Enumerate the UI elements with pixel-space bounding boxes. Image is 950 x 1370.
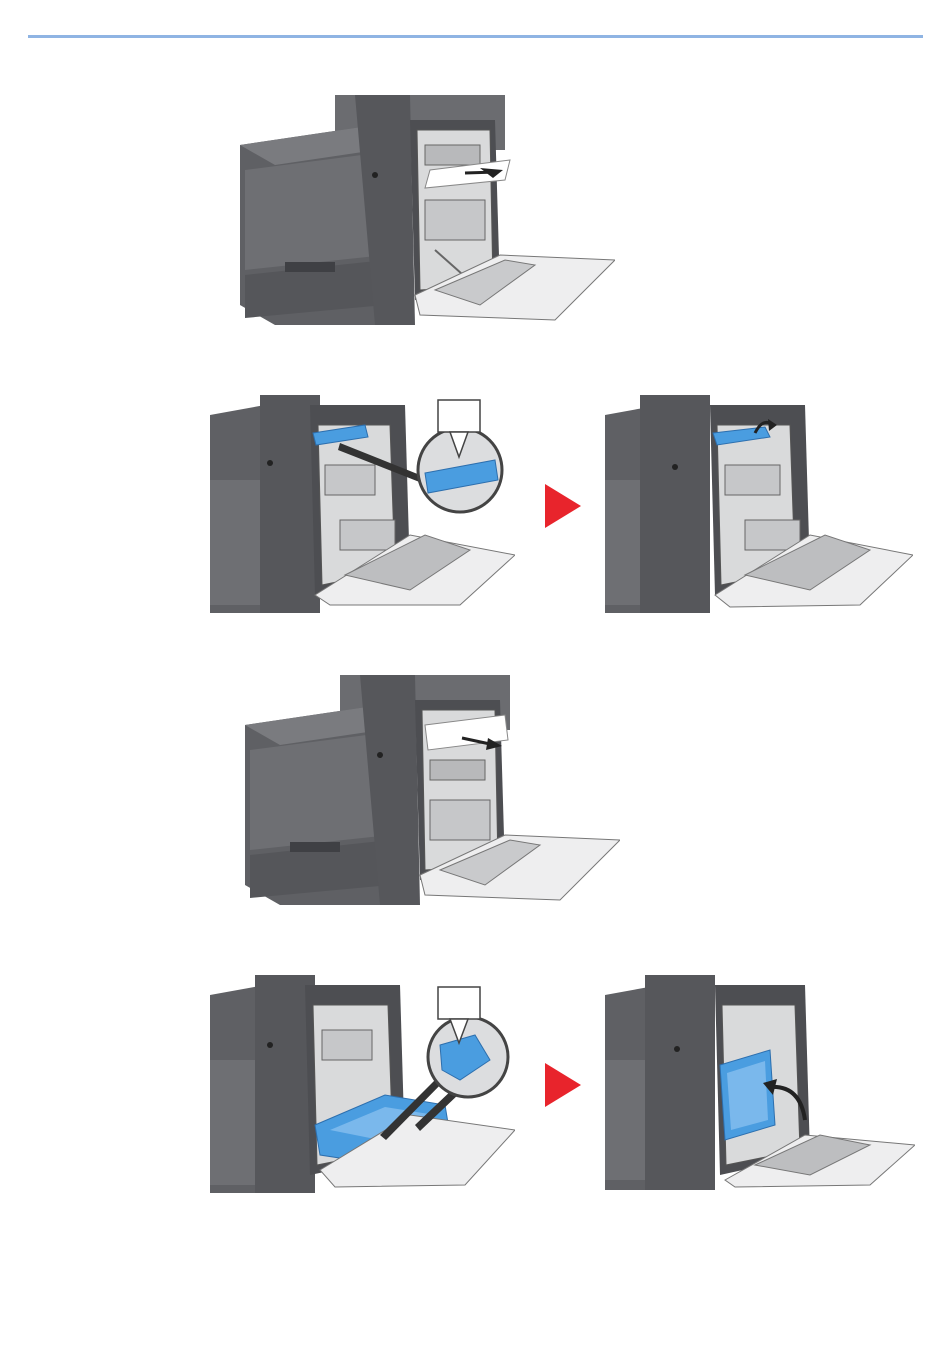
step-3-printer-illustration (240, 670, 620, 910)
step-2-fuser-lever-lifted-illustration (605, 395, 913, 613)
step-4-next-arrow-icon (545, 1063, 581, 1107)
header-rule (28, 35, 923, 38)
step-2-fuser-lever-zoom-illustration (210, 395, 515, 613)
step-4-duplex-unit-raised-illustration (605, 975, 915, 1190)
step-1-printer-illustration (235, 90, 615, 330)
step-4-duplex-unit-zoom-illustration (210, 975, 515, 1193)
step-2-next-arrow-icon (545, 484, 581, 528)
